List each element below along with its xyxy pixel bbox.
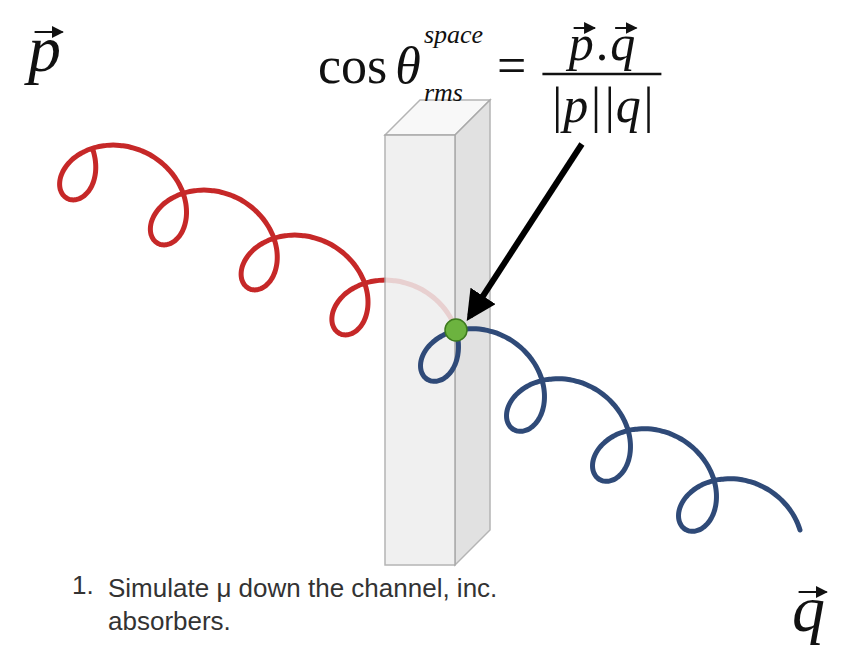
annotations bbox=[35, 28, 827, 592]
vector-symbol: p bbox=[28, 16, 61, 82]
absorber-front bbox=[385, 135, 455, 565]
vector-symbol: q bbox=[610, 18, 635, 68]
absorber-block bbox=[385, 100, 490, 565]
math-symbol: θ bbox=[395, 40, 421, 92]
math-function: cos bbox=[318, 40, 387, 92]
subscript: rms bbox=[424, 80, 463, 106]
list-number: 1. bbox=[72, 572, 94, 598]
denominator: |p||q| bbox=[549, 80, 654, 130]
bullet-text: Simulate μ down the channel, inc. absorb… bbox=[108, 572, 508, 637]
vector-symbol: p bbox=[569, 18, 594, 68]
dot-operator: . bbox=[596, 18, 609, 68]
vector-symbol: q bbox=[792, 576, 825, 642]
outgoing-track bbox=[421, 329, 800, 532]
leader-arrow bbox=[470, 144, 582, 316]
helix-blue bbox=[421, 329, 800, 532]
equals-sign: = bbox=[497, 40, 526, 92]
fraction-bar bbox=[542, 73, 661, 76]
interaction-point bbox=[445, 319, 467, 341]
superscript: space bbox=[424, 22, 483, 48]
